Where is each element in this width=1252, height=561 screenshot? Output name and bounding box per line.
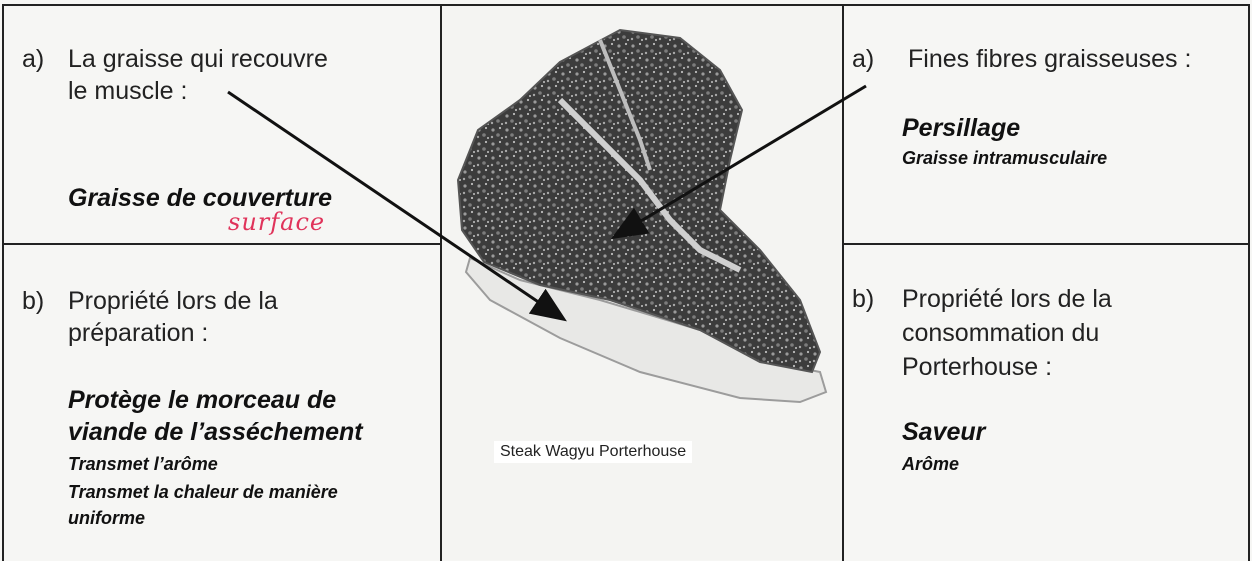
arrow-to-marbling	[616, 86, 866, 236]
arrow-to-fat-cap	[228, 92, 562, 318]
